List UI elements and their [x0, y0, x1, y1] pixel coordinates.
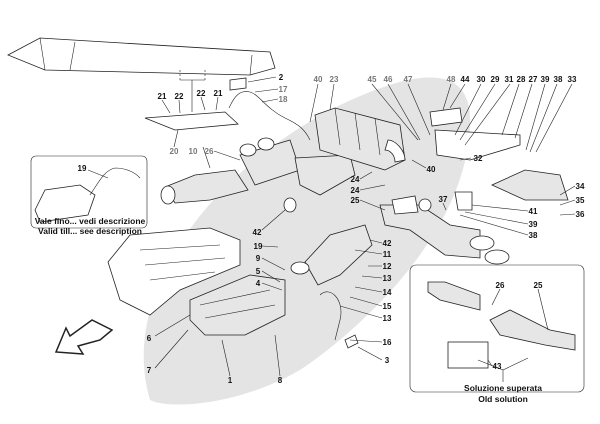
callout-42: 42: [253, 228, 262, 237]
callout-34: 34: [576, 182, 585, 191]
callout-20: 20: [170, 147, 179, 156]
catalytic-converter-left: [164, 169, 249, 204]
callout-26: 26: [496, 281, 505, 290]
heat-shield-plate: [144, 111, 239, 131]
callout-16: 16: [383, 338, 392, 347]
callout-36: 36: [576, 210, 585, 219]
tailpipe-right: [379, 204, 481, 259]
callout-27: 27: [529, 75, 538, 84]
inset-valid-caption-en: Valid till... see description: [38, 226, 142, 236]
callout-38: 38: [529, 231, 538, 240]
callout-41: 41: [529, 207, 538, 216]
callout-23: 23: [330, 75, 339, 84]
callout-42: 42: [383, 239, 392, 248]
inset-old-caption-en: Old solution: [478, 394, 528, 404]
callout-14: 14: [383, 288, 392, 297]
callout-47: 47: [404, 75, 413, 84]
callout-45: 45: [368, 75, 377, 84]
sensor-cable: [228, 91, 311, 141]
callout-43: 43: [493, 362, 502, 371]
callout-40: 40: [314, 75, 323, 84]
callout-35: 35: [576, 196, 585, 205]
callout-9: 9: [256, 254, 261, 263]
callout-21: 21: [158, 92, 167, 101]
callout-37: 37: [439, 195, 448, 204]
callout-24: 24: [351, 186, 360, 195]
callout-19: 19: [254, 242, 263, 251]
callout-26: 26: [205, 147, 214, 156]
bracket-41: [454, 191, 473, 211]
inset-valid-caption-it: Vale fino... vedi descrizione: [35, 216, 146, 226]
rear-frame-part: [7, 37, 276, 112]
callout-19: 19: [78, 164, 87, 173]
callout-5: 5: [256, 267, 261, 276]
direction-arrow-icon: [54, 319, 114, 355]
bracket-48: [429, 107, 463, 127]
callout-1: 1: [228, 376, 233, 385]
callout-28: 28: [517, 75, 526, 84]
callout-39: 39: [541, 75, 550, 84]
callout-4: 4: [256, 279, 261, 288]
exhaust-manifold: [189, 274, 286, 336]
callout-15: 15: [383, 302, 392, 311]
callout-30: 30: [477, 75, 486, 84]
callout-29: 29: [491, 75, 500, 84]
callout-22: 22: [197, 89, 206, 98]
callout-12: 12: [383, 262, 392, 271]
callout-21: 21: [214, 89, 223, 98]
callout-13: 13: [383, 314, 392, 323]
callout-31: 31: [505, 75, 514, 84]
callout-3: 3: [385, 356, 390, 365]
callout-32: 32: [474, 154, 483, 163]
catalytic-converter-right: [304, 224, 373, 286]
callout-48: 48: [447, 75, 456, 84]
callout-38: 38: [554, 75, 563, 84]
callout-46: 46: [384, 75, 393, 84]
callout-25: 25: [534, 281, 543, 290]
leader-lines: [87, 76, 576, 382]
inset-valid-till: [30, 155, 148, 229]
bracket-part: [229, 77, 247, 91]
lambda-sensor-cable: [319, 291, 342, 341]
callout-2: 2: [279, 73, 284, 82]
callout-17: 17: [279, 85, 288, 94]
inset-old-solution: [409, 264, 585, 393]
callout-7: 7: [147, 366, 152, 375]
callout-13: 13: [383, 274, 392, 283]
clamp-42: [283, 197, 297, 213]
callout-39: 39: [529, 220, 538, 229]
callout-8: 8: [278, 376, 283, 385]
callout-24: 24: [351, 175, 360, 184]
callout-40: 40: [427, 165, 436, 174]
callout-6: 6: [147, 334, 152, 343]
callout-22: 22: [175, 92, 184, 101]
support-bracket: [434, 129, 521, 161]
callout-33: 33: [568, 75, 577, 84]
heat-shield-34: [491, 169, 569, 201]
callout-44: 44: [461, 75, 470, 84]
callout-11: 11: [383, 250, 392, 259]
callout-25: 25: [351, 196, 360, 205]
callout-10: 10: [189, 147, 198, 156]
callout-18: 18: [279, 95, 288, 104]
inset-old-caption-it: Soluzione superata: [464, 383, 542, 393]
